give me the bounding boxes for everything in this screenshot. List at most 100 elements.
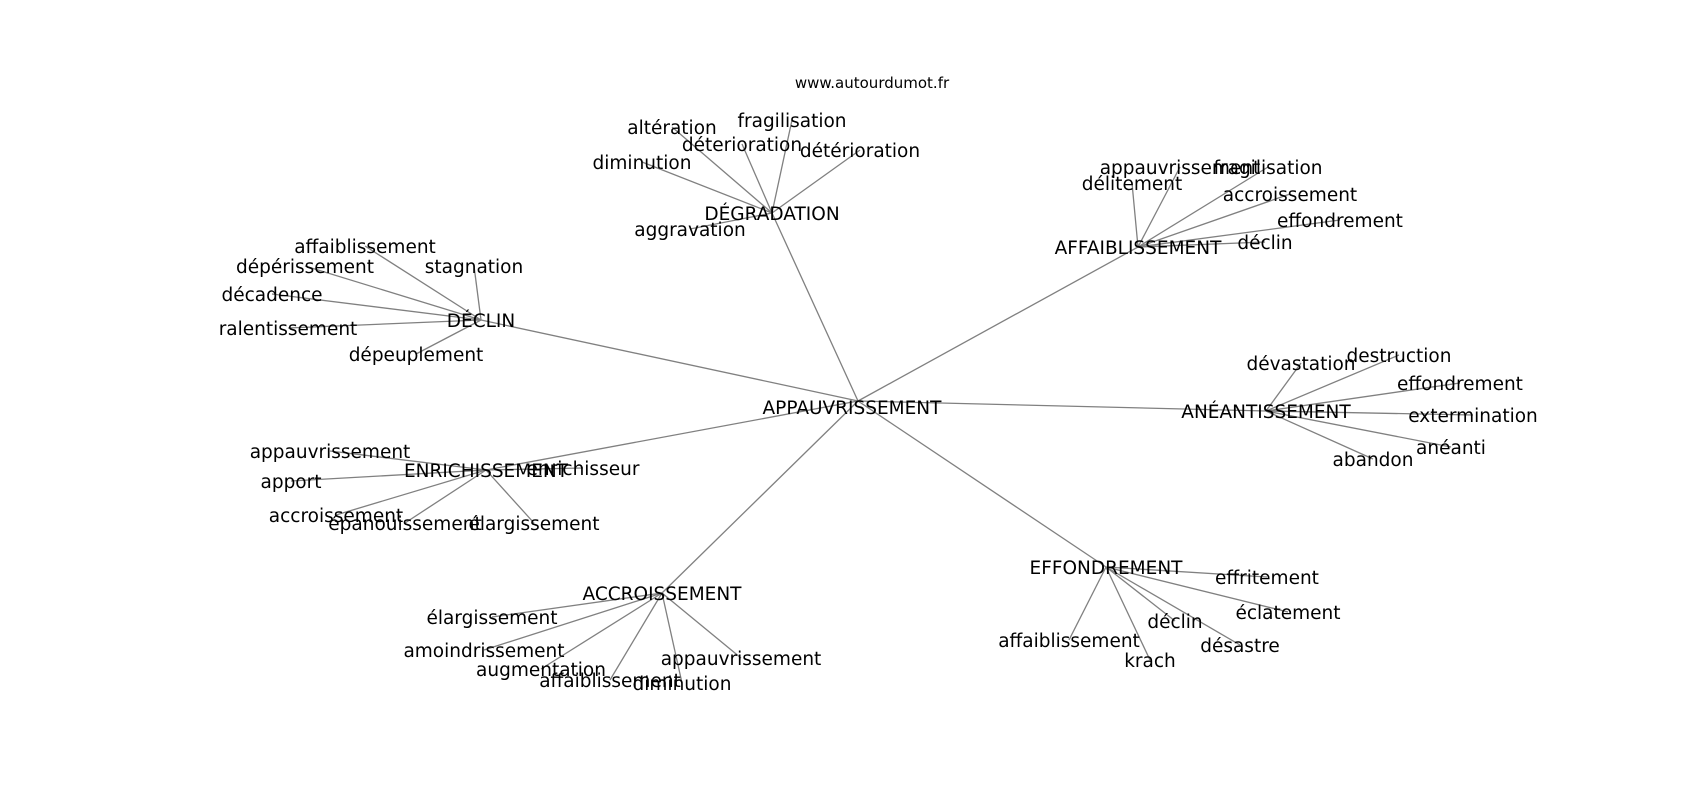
leaf-node[interactable]: désastre xyxy=(1200,636,1280,657)
edge-hub-leaf xyxy=(1137,166,1181,248)
leaf-node[interactable]: affaiblissement xyxy=(539,671,681,692)
leaf-node[interactable]: affaiblissement xyxy=(294,237,436,258)
edge-hub-leaf xyxy=(1265,354,1400,412)
edge-hub-leaf xyxy=(1105,566,1151,661)
edge-hub-leaf xyxy=(485,467,584,471)
edge-hub-leaf xyxy=(1137,241,1266,248)
leaf-node[interactable]: anéanti xyxy=(1416,438,1486,459)
edge-hub-leaf xyxy=(287,319,482,329)
leaf-node[interactable]: aggravation xyxy=(634,220,746,241)
leaf-node[interactable]: krach xyxy=(1124,651,1176,672)
leaf-node[interactable]: affaiblissement xyxy=(998,631,1140,652)
edge-hub-leaf xyxy=(771,149,861,214)
site-url: www.autourdumot.fr xyxy=(795,74,950,92)
leaf-node[interactable]: élargissement xyxy=(468,514,599,535)
leaf-node[interactable]: altération xyxy=(627,118,717,139)
edge-hub-leaf xyxy=(290,469,487,482)
edge-hub-leaf xyxy=(1105,566,1289,613)
edge-hub-leaf xyxy=(404,469,487,524)
leaf-node[interactable]: amoindrissement xyxy=(403,641,564,662)
leaf-node[interactable]: fragilisation xyxy=(1213,158,1322,179)
edge-hub-leaf xyxy=(1137,193,1291,248)
leaf-node[interactable]: épanouissement xyxy=(328,514,481,535)
leaf-node[interactable]: délitement xyxy=(1082,174,1182,195)
leaf-node[interactable]: déclin xyxy=(1237,233,1292,254)
leaf-node[interactable]: augmentation xyxy=(476,660,606,681)
edge-hub-leaf xyxy=(771,119,793,214)
edge-center-hub xyxy=(480,319,859,402)
leaf-node[interactable]: apport xyxy=(260,472,321,493)
leaf-node[interactable]: fragilisation xyxy=(737,111,846,132)
hub-node[interactable]: EFFONDREMENT xyxy=(1030,558,1184,579)
edge-hub-leaf xyxy=(1265,362,1302,412)
leaf-node[interactable]: effondrement xyxy=(1277,211,1403,232)
graph-edges xyxy=(271,119,1474,684)
edge-hub-leaf xyxy=(1265,410,1374,460)
edge-hub-leaf xyxy=(329,450,487,471)
edge-hub-leaf xyxy=(491,592,663,618)
edge-hub-leaf xyxy=(483,592,663,651)
leaf-node[interactable]: dévastation xyxy=(1246,354,1355,375)
hub-node[interactable]: DÉGRADATION xyxy=(704,203,839,225)
hub-node[interactable]: ENRICHISSEMENT xyxy=(404,461,569,482)
edge-center-hub xyxy=(485,400,859,471)
leaf-node[interactable]: diminution xyxy=(633,674,732,695)
leaf-node[interactable]: accroissement xyxy=(269,506,403,527)
leaf-node[interactable]: diminution xyxy=(593,153,692,174)
leaf-node[interactable]: abandon xyxy=(1333,450,1414,471)
leaf-node[interactable]: extermination xyxy=(1408,406,1538,427)
edge-hub-leaf xyxy=(364,245,482,321)
leaf-node[interactable]: accroissement xyxy=(1223,185,1357,206)
edge-hub-leaf xyxy=(609,592,663,681)
leaf-node[interactable]: élargissement xyxy=(426,608,557,629)
edge-hub-leaf xyxy=(415,319,482,355)
leaf-node[interactable]: appauvrissement xyxy=(661,649,822,670)
edge-hub-leaf xyxy=(1068,566,1107,641)
hub-node[interactable]: DÉCLIN xyxy=(447,310,515,332)
edge-hub-leaf xyxy=(661,592,742,659)
leaf-node[interactable]: appauvrissement xyxy=(1100,158,1261,179)
leaf-node[interactable]: dépeuplement xyxy=(349,345,484,366)
edge-center-hub xyxy=(661,400,859,594)
edge-hub-leaf xyxy=(473,265,482,321)
leaf-node[interactable]: appauvrissement xyxy=(250,442,411,463)
edge-hub-leaf xyxy=(1131,182,1139,248)
edge-hub-leaf xyxy=(271,293,482,321)
edge-hub-leaf xyxy=(671,126,773,214)
edge-center-hub xyxy=(857,400,1267,412)
edge-hub-leaf xyxy=(689,212,773,230)
center-node[interactable]: APPAUVRISSEMENT xyxy=(763,398,943,419)
leaf-node[interactable]: enrichisseur xyxy=(527,459,640,480)
edge-hub-leaf xyxy=(335,469,487,516)
edge-hub-leaf xyxy=(1265,410,1474,416)
leaf-node[interactable]: ralentissement xyxy=(219,319,358,340)
leaf-node[interactable]: détérioration xyxy=(800,141,920,162)
leaf-node[interactable]: dépérissement xyxy=(236,257,374,278)
edge-hub-leaf xyxy=(1265,410,1452,448)
edge-hub-leaf xyxy=(1265,382,1461,412)
leaf-node[interactable]: décadence xyxy=(221,285,322,306)
edge-hub-leaf xyxy=(1105,566,1241,646)
graph-nodes: APPAUVRISSEMENT DÉGRADATION altération fra… xyxy=(219,111,1538,695)
edge-hub-leaf xyxy=(1137,166,1269,248)
hub-node[interactable]: ACCROISSEMENT xyxy=(582,584,742,605)
edge-hub-leaf xyxy=(485,469,535,524)
leaf-node[interactable]: stagnation xyxy=(425,257,523,278)
leaf-node[interactable]: éclatement xyxy=(1235,603,1340,624)
hub-node[interactable]: AFFAIBLISSEMENT xyxy=(1055,238,1222,259)
edge-hub-leaf xyxy=(741,143,773,214)
edge-hub-leaf xyxy=(661,592,683,684)
edge-hub-leaf xyxy=(1137,219,1341,248)
leaf-node[interactable]: déterioration xyxy=(682,135,802,156)
edge-center-hub xyxy=(771,212,859,402)
leaf-node[interactable]: effritement xyxy=(1215,568,1319,589)
edge-hub-leaf xyxy=(641,161,773,214)
edge-hub-leaf xyxy=(1105,566,1176,622)
leaf-node[interactable]: destruction xyxy=(1347,346,1452,367)
edge-hub-leaf xyxy=(1105,566,1268,578)
hub-node[interactable]: ANÉANTISSEMENT xyxy=(1181,401,1351,423)
leaf-node[interactable]: effondrement xyxy=(1397,374,1523,395)
leaf-node[interactable]: déclin xyxy=(1147,612,1202,633)
edge-center-hub xyxy=(857,246,1139,402)
